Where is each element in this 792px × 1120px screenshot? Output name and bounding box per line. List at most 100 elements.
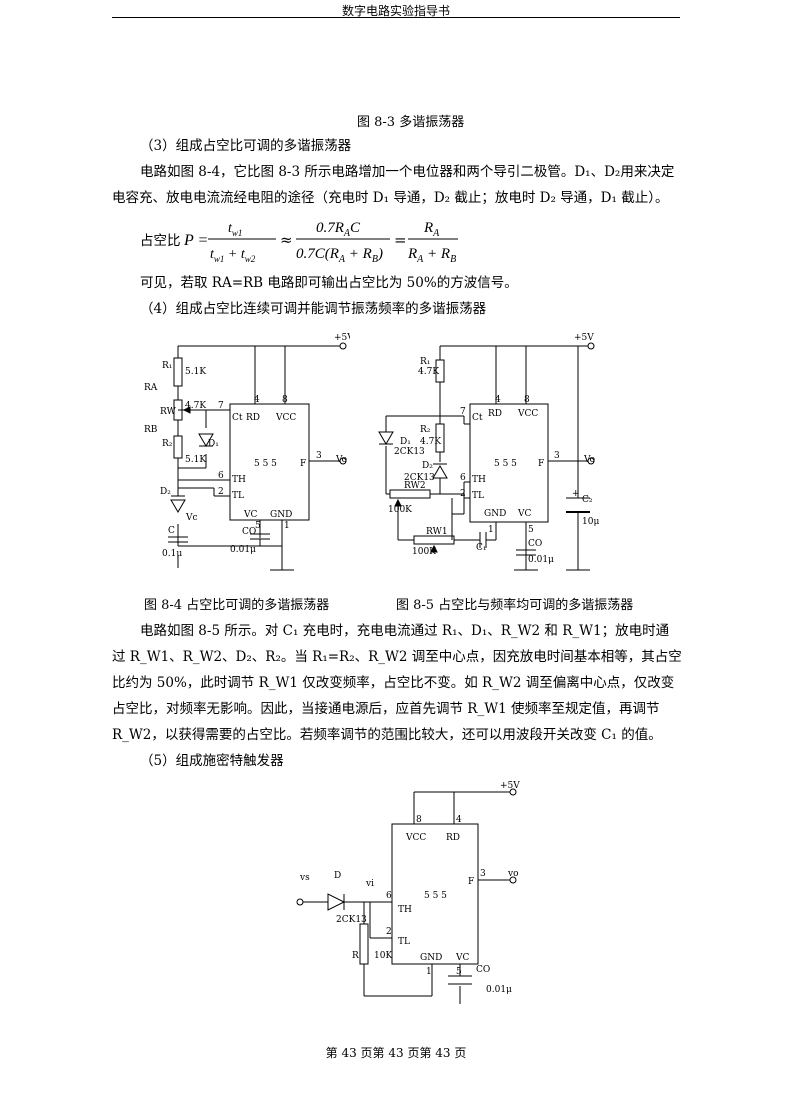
- fig84-pin-8: 8: [282, 395, 288, 405]
- page-header: 数字电路实验指导书: [341, 4, 450, 18]
- fig84-r2-value: 5.1K: [185, 455, 206, 465]
- schmitt-r-value: 10K: [374, 951, 392, 961]
- fig84-pin-1: 1: [284, 521, 290, 531]
- figure-8-5-caption: 图 8-5 占空比与频率均可调的多谐振荡器: [396, 598, 634, 613]
- page-footer: 第 43 页第 43 页第 43 页: [325, 1046, 467, 1060]
- fig85-rw2-value: 100K: [388, 505, 412, 515]
- fig85-r1-label: R₁: [420, 357, 430, 367]
- schmitt-vc-label: VC: [455, 953, 469, 963]
- schmitt-tl-label: TL: [398, 937, 410, 947]
- fig84-rb-label: RB: [144, 425, 158, 435]
- fig84-r1-resistor: [173, 357, 183, 387]
- section-5-heading: （5）组成施密特触发器: [140, 753, 284, 769]
- fig85-co-value: 0.01μ: [528, 555, 554, 565]
- schmitt-d-diode: [327, 893, 346, 911]
- schmitt-th-label: TH: [398, 905, 412, 915]
- schmitt-co-label: CO: [476, 965, 490, 975]
- fig85-d1-label: D₁: [400, 437, 411, 447]
- fig85-chip-label: 5 5 5: [494, 459, 517, 469]
- fig85-r1-resistor: [435, 359, 445, 383]
- fig85-rd-label: RD: [488, 409, 502, 419]
- fig84-th-label: TH: [232, 475, 246, 485]
- eq-lhs: P =: [183, 232, 208, 249]
- fig84-ra-label: RA: [144, 383, 158, 393]
- fig85-vcc-label: VCC: [517, 409, 538, 419]
- fig84-rw-potentiometer: [173, 399, 183, 421]
- schmitt-pin-3: 3: [480, 869, 486, 879]
- fig85-rw1-potentiometer: [413, 535, 455, 545]
- fig85-supply-label: +5V: [574, 333, 594, 343]
- schmitt-co-value: 0.01μ: [486, 985, 512, 995]
- fig85-rw1-wiper-arrow: [430, 544, 438, 553]
- schmitt-f-label: F: [468, 877, 474, 887]
- schmitt-vs-label: vs: [299, 873, 310, 883]
- fig85-tl-label: TL: [472, 491, 484, 501]
- fig84-pin-3: 3: [316, 451, 322, 461]
- fig85-r2-label: R₂: [420, 425, 431, 435]
- eq-f2-num: 0.7RAC: [316, 220, 361, 239]
- fig85-vc-label: VC: [517, 509, 531, 519]
- fig84-d1-diode: [198, 433, 214, 447]
- fig85-d2-label: D₂: [422, 461, 433, 471]
- fig84-chip-label: 5 5 5: [254, 459, 277, 469]
- schmitt-vi-label: vi: [365, 879, 374, 889]
- fig84-r2-label: R₂: [162, 439, 173, 449]
- fig85-pin-5: 5: [528, 525, 534, 535]
- fig84-vc-left-label: Vc: [185, 513, 198, 523]
- schmitt-wires: [296, 788, 517, 1004]
- schmitt-vcc-label: VCC: [405, 833, 426, 843]
- fig85-d1-diode: [378, 431, 394, 445]
- fig84-ct-label: Ct: [232, 413, 243, 423]
- fig85-pin-7: 7: [460, 407, 466, 417]
- fig84-d2-diode: [170, 499, 186, 513]
- fig85-rw2-potentiometer: [389, 489, 431, 499]
- fig85-rw2-wiper-arrow: [394, 498, 402, 507]
- fig85-d1-part: 2CK13: [394, 447, 425, 457]
- schmitt-r-resistor: [359, 923, 369, 965]
- eq-f2-den: 0.7C(RA + RB): [296, 246, 383, 265]
- fig84-supply-label: +5V: [334, 333, 350, 343]
- figure-8-4-circuit: +5V R₁ 5.1K RA RW 4.7K RB R₂ 5.1K D₁ D₂ …: [144, 333, 350, 571]
- fig84-vc-label: VC: [243, 510, 257, 520]
- figure-8-4-caption: 图 8-4 占空比可调的多谐振荡器: [144, 598, 330, 613]
- fig84-pin-7: 7: [218, 401, 224, 411]
- schmitt-555-chip: [391, 823, 479, 965]
- fig85-pin-1: 1: [488, 525, 494, 535]
- figure-8-3-caption: 图 8-3 多谐振荡器: [357, 115, 465, 130]
- schmitt-d-part: 2CK13: [336, 915, 367, 925]
- fig84-co-value: 0.01μ: [230, 545, 256, 555]
- fig84-f-label: F: [300, 459, 306, 469]
- fig85-co-label: CO: [528, 539, 542, 549]
- section-4-heading: （4）组成占空比连续可调并能调节振荡频率的多谐振荡器: [140, 301, 487, 317]
- fig84-vo-label: Vo: [335, 455, 347, 465]
- duty-cycle-equation: 占空比 P = tw1 tw1 + tw2 ≈ 0.7RAC 0.7C(RA +…: [140, 220, 458, 265]
- eq-f3-den: RA + RB: [407, 246, 456, 265]
- fig85-f-label: F: [538, 459, 544, 469]
- schmitt-chip-label: 5 5 5: [424, 891, 447, 901]
- duty-label: 占空比: [140, 233, 181, 249]
- fig85-r2-value: 4.7K: [420, 437, 441, 447]
- fig84-pin-4: 4: [254, 395, 260, 405]
- schmitt-pin-5: 5: [456, 967, 462, 977]
- eq-f1-den: tw1 + tw2: [210, 247, 256, 264]
- schmitt-supply-label: +5V: [500, 781, 520, 791]
- fig84-pin-2: 2: [218, 487, 224, 497]
- fig85-rw1-label: RW1: [426, 527, 448, 537]
- section-3-paragraph: 电路如图 8-4，它比图 8-3 所示电路增加一个电位器和两个导引二极管。D₁、…: [112, 164, 675, 206]
- schmitt-d-label: D: [334, 871, 341, 881]
- fig85-d2-part: 2CK13: [404, 473, 435, 483]
- schmitt-gnd-label: GND: [420, 953, 442, 963]
- section-4-paragraph: 电路如图 8-5 所示。对 C₁ 充电时，充电电流通过 R₁、D₁、R_W2 和…: [112, 623, 682, 743]
- eq-f1-num: tw1: [228, 221, 242, 238]
- section-3-heading: （3）组成占空比可调的多谐振荡器: [140, 138, 352, 154]
- fig85-c2-value: 10μ: [582, 517, 599, 527]
- schmitt-rd-label: RD: [446, 833, 460, 843]
- fig85-rw1-value: 100K: [412, 547, 436, 557]
- fig85-rw2-label: RW2: [404, 481, 426, 491]
- schmitt-pin-4: 4: [456, 815, 462, 825]
- eq-f3-num: RA: [423, 220, 440, 239]
- fig85-gnd-label: GND: [484, 509, 506, 519]
- fig85-r2-resistor: [435, 423, 445, 453]
- fig84-vcc-label: VCC: [275, 413, 296, 423]
- schmitt-trigger-circuit: +5V 8 4 VCC RD 5 5 5 F 3 vo vs D vi 2CK1…: [296, 781, 520, 1004]
